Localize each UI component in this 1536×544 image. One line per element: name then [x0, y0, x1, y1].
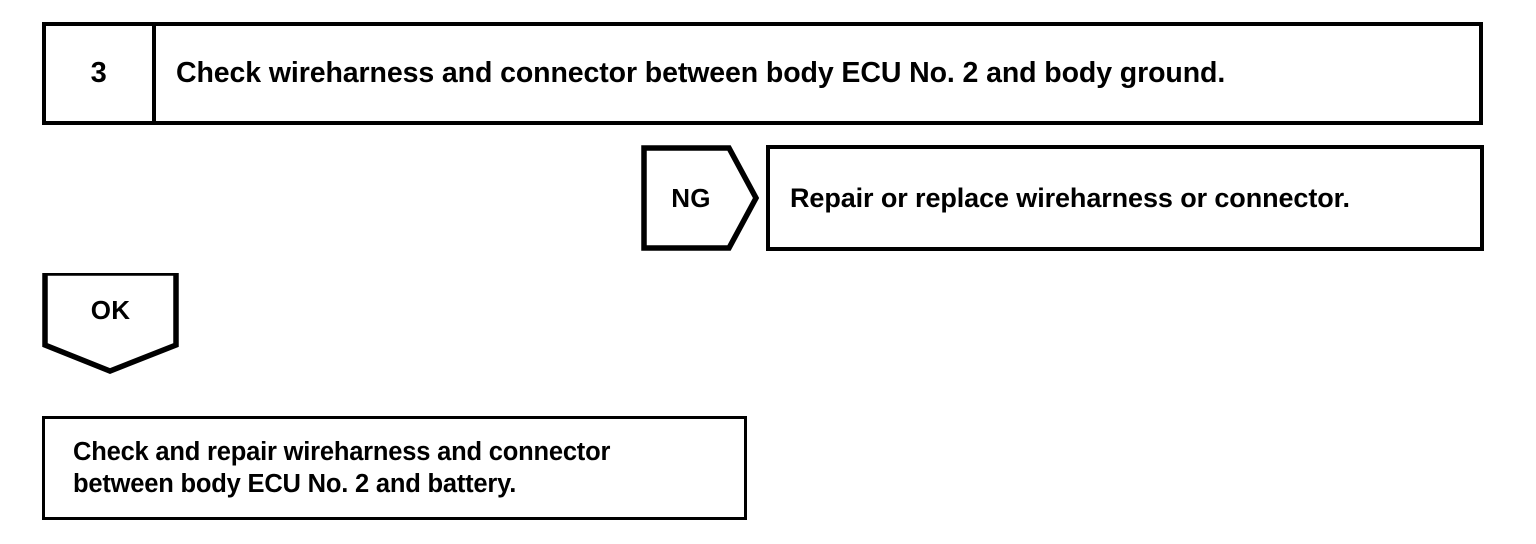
ok-result-line-2: between body ECU No. 2 and battery.: [73, 470, 517, 498]
step-instruction-text: Check wireharness and connector between …: [176, 56, 1226, 89]
step-number-cell: 3: [46, 26, 156, 121]
ng-result-box: Repair or replace wireharness or connect…: [766, 145, 1484, 251]
ng-result-text: Repair or replace wireharness or connect…: [790, 182, 1350, 213]
ng-arrow-shape: [641, 145, 759, 251]
ng-arrow-svg: [641, 145, 759, 251]
step-instruction-cell: Check wireharness and connector between …: [156, 26, 1479, 121]
ok-result-line-1: Check and repair wireharness and connect…: [73, 437, 611, 466]
ok-result-box: Check and repair wireharness and connect…: [42, 416, 747, 520]
ng-arrow-polygon: [641, 145, 759, 251]
ok-arrow-svg: [42, 273, 179, 374]
step-box: 3 Check wireharness and connector betwee…: [42, 22, 1483, 125]
ok-arrow-shape: [42, 273, 179, 374]
ok-arrow-polygon: [42, 273, 179, 374]
step-number: 3: [90, 57, 108, 89]
